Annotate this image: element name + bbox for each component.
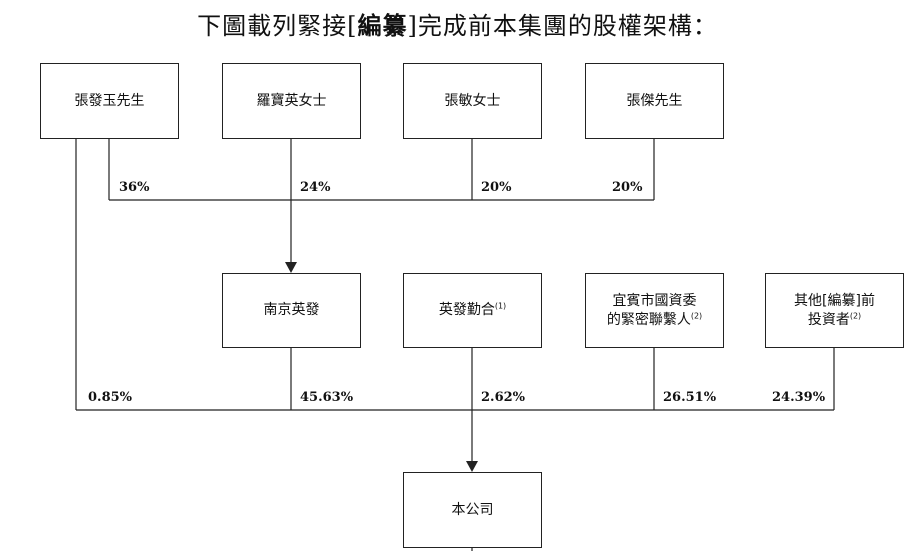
ownership-pct: 0.85% [88, 390, 133, 405]
entity-name-line2: 的緊密聯繫人 [606, 311, 691, 328]
shareholder-name: 張發玉先生 [74, 92, 145, 109]
footnote-marker: (1) [494, 301, 507, 311]
ownership-pct: 24.39% [772, 390, 826, 405]
ownership-pct: 26.51% [663, 390, 717, 405]
title-bold: 編纂 [357, 11, 408, 40]
footnote-marker: (2) [690, 310, 703, 320]
shareholder-box: 張發玉先生 [40, 63, 179, 139]
entity-name: 英發勤合 [438, 302, 495, 319]
page-title: 下圖載列緊接[編纂]完成前本集團的股權架構： [0, 6, 915, 41]
entity-box: 其他[編纂]前投資者(2) [765, 273, 904, 348]
ownership-pct: 45.63% [300, 390, 354, 405]
entity-name-line2: 投資者 [807, 311, 850, 328]
shareholder-name: 羅寶英女士 [256, 92, 327, 109]
shareholder-box: 羅寶英女士 [222, 63, 361, 139]
ownership-pct: 2.62% [481, 390, 526, 405]
company-name: 本公司 [451, 501, 494, 518]
footnote-marker: (2) [849, 310, 862, 320]
entity-name: 南京英發 [263, 302, 320, 319]
shareholder-name: 張敏女士 [444, 92, 501, 109]
shareholder-box: 張敏女士 [403, 63, 542, 139]
entity-box: 英發勤合(1) [403, 273, 542, 348]
ownership-pct: 20% [612, 180, 643, 195]
title-post: ]完成前本集團的股權架構： [407, 12, 718, 40]
entity-box: 南京英發 [222, 273, 361, 348]
entity-name: 宜賓市國資委 [612, 292, 697, 309]
ownership-pct: 24% [300, 180, 331, 195]
title-pre: 下圖載列緊接[ [197, 12, 358, 40]
ownership-pct: 36% [119, 180, 150, 195]
ownership-pct: 20% [481, 180, 512, 195]
entity-box: 宜賓市國資委的緊密聯繫人(2) [585, 273, 724, 348]
shareholder-box: 張傑先生 [585, 63, 724, 139]
entity-name: 其他[編纂]前 [794, 292, 875, 309]
arrow-head [285, 262, 297, 273]
company-box: 本公司 [403, 472, 542, 548]
arrow-head [466, 461, 478, 472]
shareholder-name: 張傑先生 [626, 92, 683, 109]
